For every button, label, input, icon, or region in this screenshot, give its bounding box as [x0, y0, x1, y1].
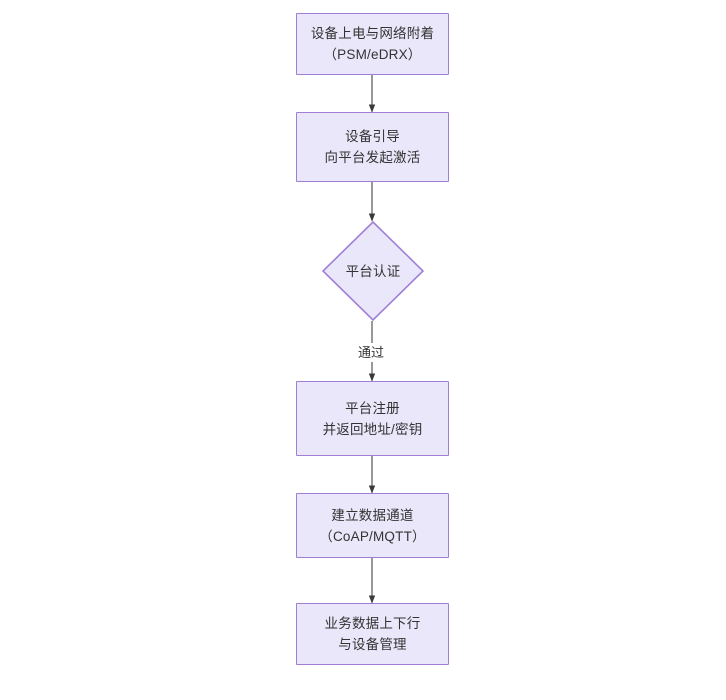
- node-device-bootstrap[interactable]: 设备引导 向平台发起激活: [296, 112, 449, 182]
- node-label: 平台认证: [345, 263, 401, 279]
- node-business-data-and-device-management[interactable]: 业务数据上下行 与设备管理: [296, 603, 449, 665]
- node-label: 业务数据上下行 与设备管理: [324, 616, 421, 652]
- node-label: 平台注册 并返回地址/密钥: [322, 400, 423, 437]
- diamond-icon: [322, 221, 424, 321]
- node-label: 设备引导 向平台发起激活: [324, 129, 421, 165]
- node-platform-authentication[interactable]: 平台认证: [322, 221, 424, 321]
- node-label: 建立数据通道 （CoAP/MQTT）: [319, 507, 426, 544]
- node-establish-data-channel[interactable]: 建立数据通道 （CoAP/MQTT）: [296, 493, 449, 558]
- node-device-power-on[interactable]: 设备上电与网络附着 （PSM/eDRX）: [296, 13, 449, 75]
- edge-label-pass: 通过: [355, 343, 388, 362]
- node-platform-registration[interactable]: 平台注册 并返回地址/密钥: [296, 381, 449, 456]
- node-label: 设备上电与网络附着 （PSM/eDRX）: [310, 26, 435, 62]
